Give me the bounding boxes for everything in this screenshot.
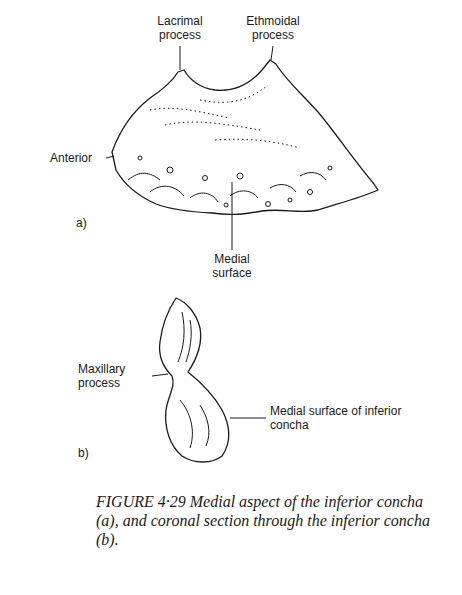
part-label: Ethmoidal process [233,14,313,42]
surface-pits [128,173,326,202]
surface-dots [138,156,332,207]
part-label: Anterior [50,151,110,165]
part-label: Medial surface of inferior concha [270,404,420,432]
section-texture [178,312,209,448]
figure-caption: FIGURE 4·29 Medial aspect of the inferio… [96,492,446,549]
part-label: Lacrimal process [140,14,220,42]
part-label: b) [78,446,108,460]
leader-lines [106,46,273,418]
concha-section-outline [160,298,229,462]
part-label: Maxillary process [78,362,150,390]
part-label: a) [76,216,106,230]
part-label: Medial surface [197,252,267,280]
concha-outline-medial [112,60,378,214]
surface-texture [150,85,300,148]
